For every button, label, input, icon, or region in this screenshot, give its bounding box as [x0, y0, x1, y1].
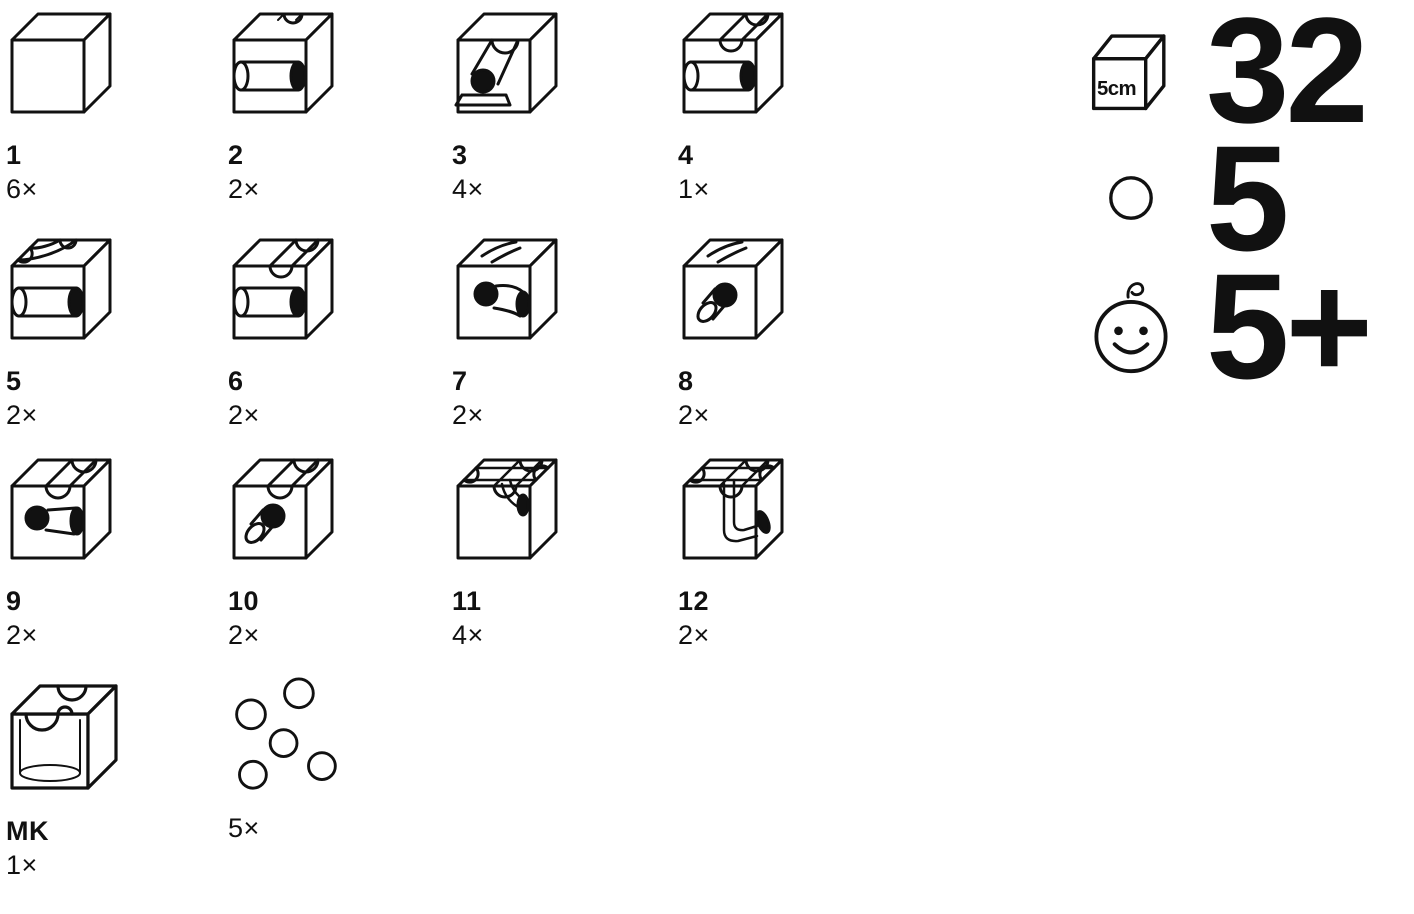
cube-groove-ball-side-exit-icon [10, 458, 112, 560]
cube-count: 32 [1206, 0, 1369, 154]
measure-cube-icon: 5cm [1091, 34, 1166, 111]
part-quantity: 4× [452, 620, 484, 650]
part-item-1: 1 6× [6, 6, 206, 204]
part-quantity: 2× [228, 174, 260, 204]
cube-groove-ball-front-exit-icon [232, 458, 334, 560]
part-number: 11 [452, 586, 482, 616]
part-quantity: 2× [678, 400, 710, 430]
cube-top-groove-tunnel-icon [682, 12, 784, 114]
part-number: 1 [6, 140, 22, 170]
part-number: 12 [678, 586, 710, 616]
part-number: MK [6, 816, 49, 846]
part-quantity: 6× [6, 174, 38, 204]
part-quantity: 2× [678, 620, 710, 650]
part-quantity: 2× [6, 400, 38, 430]
marble-icon [1109, 176, 1153, 220]
part-quantity: 2× [452, 400, 484, 430]
marble-count: 5 [1206, 114, 1289, 282]
part-quantity: 4× [452, 174, 484, 204]
part-number: 7 [452, 366, 468, 396]
marbles-quantity: 5× [228, 813, 260, 843]
part-number: 4 [678, 140, 694, 170]
cube-cross-groove-inner-curve-icon [456, 458, 558, 560]
cube-curve-tunnel-ball-side-exit-icon [456, 238, 558, 340]
age-rating: 5+ [1206, 242, 1373, 410]
marbles-item: 5× [228, 676, 428, 843]
cube-curve-tunnel-ball-front-exit-icon [682, 238, 784, 340]
part-quantity: 1× [678, 174, 710, 204]
part-item-6: 6 2× [228, 232, 428, 430]
part-item-3: 3 4× [452, 6, 652, 204]
part-item-4: 4 1× [678, 6, 878, 204]
part-item-2: 2 2× [228, 6, 428, 204]
marbles-icon [235, 677, 337, 790]
part-item-7: 7 2× [452, 232, 652, 430]
part-quantity: 1× [6, 850, 38, 880]
part-number: 3 [452, 140, 468, 170]
part-item-11: 11 4× [452, 452, 652, 650]
cube-cross-groove-tunnel-icon [232, 238, 334, 340]
part-number: 2 [228, 140, 244, 170]
part-number: 5 [6, 366, 22, 396]
part-number: 8 [678, 366, 694, 396]
summary-age-row: 5+ [1056, 251, 1410, 401]
part-quantity: 2× [228, 620, 260, 650]
catch-cube-icon [10, 684, 118, 790]
summary-panel: 5cm 32 5 [1056, 0, 1410, 401]
part-item-5: 5 2× [6, 232, 206, 430]
summary-marble-count-row: 5 [1056, 123, 1410, 273]
part-quantity: 2× [228, 400, 260, 430]
part-item-mk: MK 1× [6, 676, 206, 880]
cube-straight-tunnel-icon [232, 12, 334, 114]
part-item-8: 8 2× [678, 232, 878, 430]
cube-cross-groove-inner-drop-icon [682, 458, 784, 560]
part-item-10: 10 2× [228, 452, 428, 650]
cube-curve-groove-tunnel-icon [10, 238, 112, 340]
part-number: 10 [228, 586, 260, 616]
cube-plain-icon [10, 12, 112, 114]
part-quantity: 2× [6, 620, 38, 650]
part-number: 6 [228, 366, 244, 396]
age-baby-face-icon [1094, 282, 1168, 374]
summary-cube-count-row: 5cm 32 [1056, 0, 1410, 145]
part-item-12: 12 2× [678, 452, 878, 650]
part-item-9: 9 2× [6, 452, 206, 650]
part-number: 9 [6, 586, 22, 616]
cube-ramp-tunnel-icon [454, 12, 558, 114]
cube-size-label: 5cm [1097, 78, 1136, 100]
